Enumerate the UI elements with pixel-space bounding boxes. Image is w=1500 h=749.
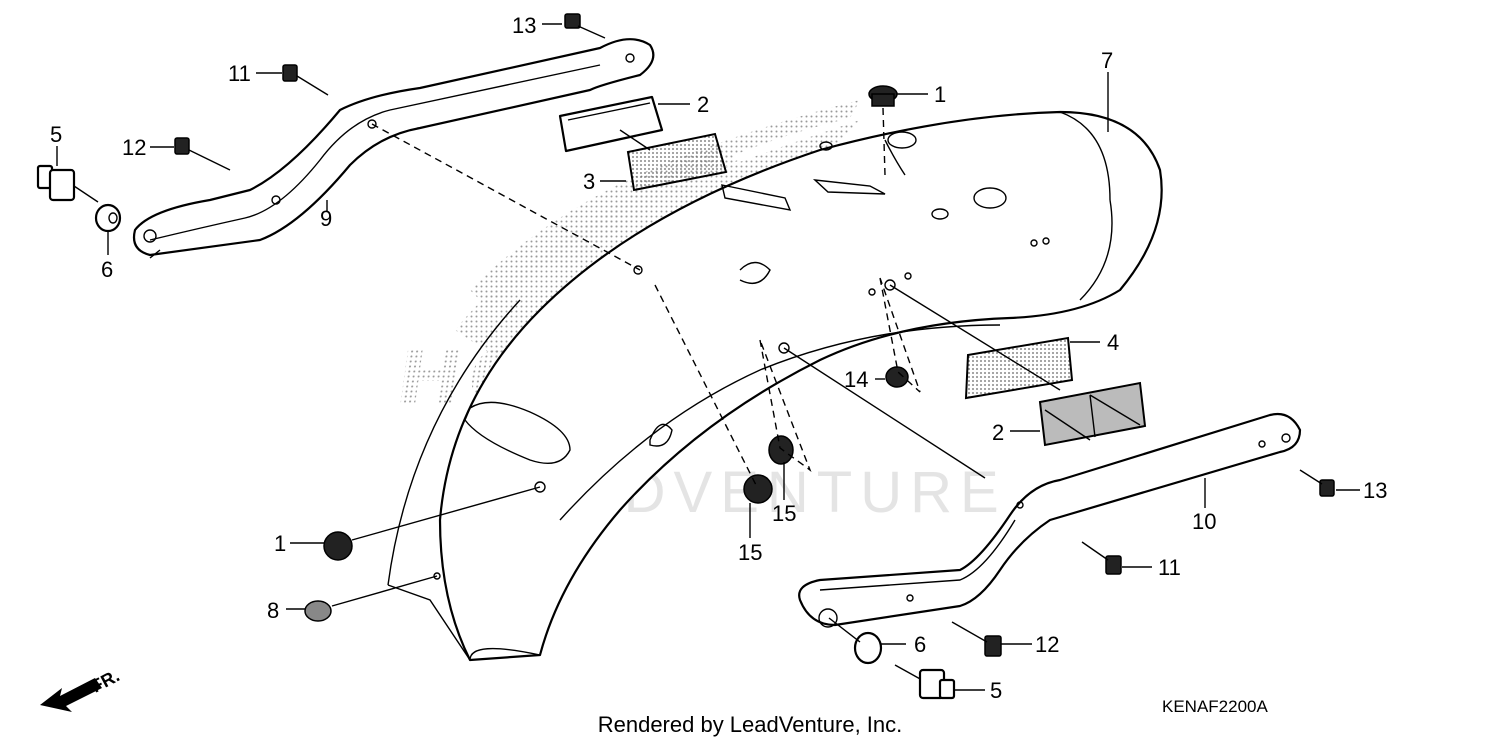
callout-6-right: 6 [914,632,926,657]
bolt-11-top [282,64,329,96]
callout-labels: 13 11 5 12 6 9 2 3 1 7 4 14 2 13 10 15 1… [50,13,1387,703]
reflector-top [558,95,664,153]
reflector-base-top [619,129,728,192]
nut-14 [885,366,909,388]
bolt-11-right [1081,541,1122,575]
grab-rail-right [798,412,1302,628]
reflector-base-right [964,336,1074,400]
nut-15-b [743,474,773,504]
bolt-12-top [174,137,231,171]
callout-15-b: 15 [738,540,762,565]
grab-rail-left [132,38,655,259]
pin-5-top [36,164,99,203]
washer-6-top [94,203,122,233]
nut-15-a [768,435,794,465]
front-arrow-icon [40,678,102,712]
callout-1-top: 1 [934,82,946,107]
callout-5-top: 5 [50,122,62,147]
front-direction-marker: FR. [40,665,123,712]
diagram-code: KENAF2200A [1162,697,1268,716]
rear-fender [387,110,1163,662]
callout-4: 4 [1107,330,1119,355]
grommet-1-bottom [323,531,353,561]
callout-13-right: 13 [1363,478,1387,503]
callout-3: 3 [583,169,595,194]
callout-14: 14 [844,367,868,392]
bolt-12-right [951,621,1002,657]
callout-1-bottom: 1 [274,531,286,556]
bolt-13-top [564,13,606,39]
callout-12-top: 12 [122,135,146,160]
washer-6-right [853,631,883,665]
callout-11-top: 11 [228,61,251,86]
callout-leaders [56,23,1360,691]
hardware [36,13,1335,700]
callout-11-right: 11 [1158,555,1181,580]
grommet-1-top [868,85,898,176]
callout-8: 8 [267,598,279,623]
callout-7: 7 [1101,48,1113,73]
callout-12-right: 12 [1035,632,1059,657]
callout-6-top: 6 [101,257,113,282]
assembly-lines [331,123,1061,643]
reflector-right [1038,381,1147,447]
callout-9: 9 [320,206,332,231]
footer-credit: Rendered by LeadVenture, Inc. [597,712,903,737]
bolt-13-right [1299,469,1335,497]
screw-8 [304,600,332,622]
callout-2-right: 2 [992,420,1004,445]
callout-5-right: 5 [990,678,1002,703]
callout-15-a: 15 [772,501,796,526]
callout-10: 10 [1192,509,1216,534]
callout-13-top: 13 [512,13,536,38]
pin-5-right [894,664,956,700]
callout-2-top: 2 [697,92,709,117]
